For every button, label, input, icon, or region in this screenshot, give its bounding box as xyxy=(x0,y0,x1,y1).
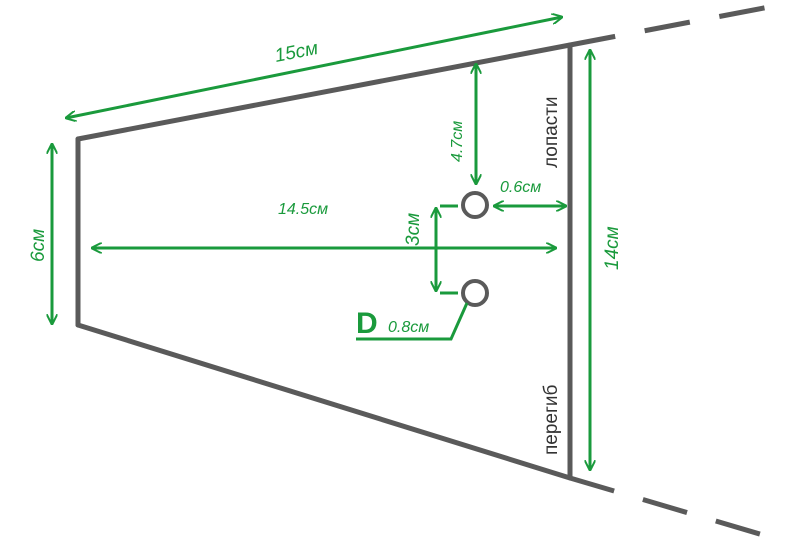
hole-from-top-label: 4.7см xyxy=(449,121,466,162)
left-height-label: 6см xyxy=(28,229,49,262)
note-blades: лопасти xyxy=(541,96,562,168)
note-fold: перегиб xyxy=(541,384,562,455)
bottom-edge xyxy=(75,322,573,481)
upper-hole xyxy=(461,191,489,219)
top-edge xyxy=(75,42,573,142)
inner-length-label: 14.5см xyxy=(278,201,328,218)
top-length-label: 15см xyxy=(273,38,320,67)
hole-diameter-letter: D xyxy=(356,307,378,340)
right-height-label: 14см xyxy=(602,226,623,270)
bottom-edge-continuation xyxy=(569,475,781,543)
hole-spacing-label: 3см xyxy=(403,213,424,246)
top-edge-continuation xyxy=(569,0,791,48)
hole-diameter-leader xyxy=(356,302,469,341)
top-length-dimension xyxy=(66,17,562,118)
lower-hole xyxy=(461,279,489,307)
blade-outline xyxy=(75,0,791,543)
hole-to-fold-label: 0.6см xyxy=(500,179,541,196)
hole-diameter-label: 0.8см xyxy=(388,319,429,336)
